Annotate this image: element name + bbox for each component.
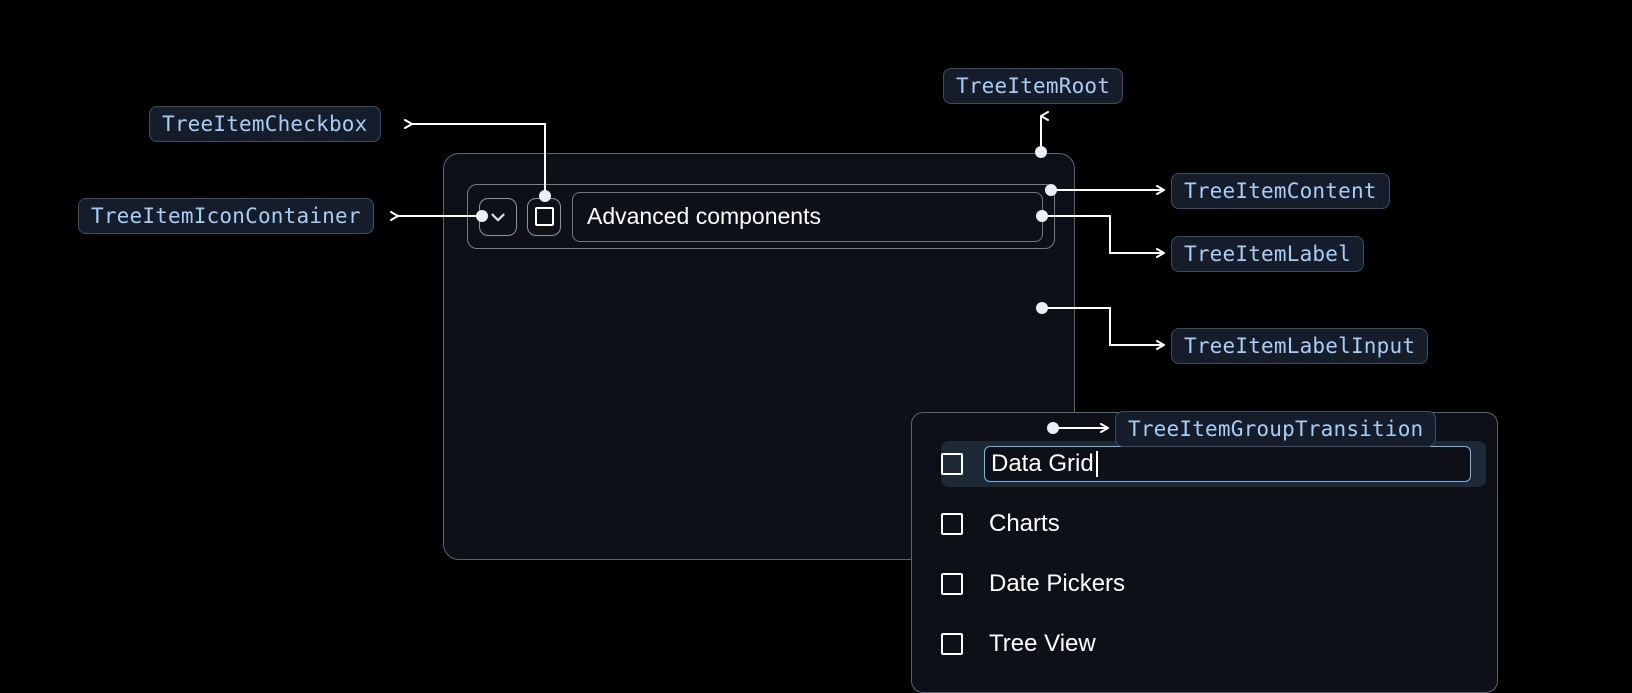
annotation-label: TreeItemLabelInput	[1184, 333, 1416, 358]
text-caret	[1095, 451, 1098, 477]
annotation-label: TreeItemLabel	[1184, 241, 1351, 266]
annotation-tree-item-icon-container: TreeItemIconContainer	[78, 198, 374, 234]
checkbox-square-icon[interactable]	[941, 453, 963, 475]
annotation-label: TreeItemCheckbox	[162, 111, 368, 136]
list-item[interactable]: Date Pickers	[941, 561, 1125, 607]
chevron-down-icon	[487, 206, 509, 228]
tree-item-label-text: Advanced components	[587, 203, 821, 229]
tree-item-checkbox[interactable]	[527, 197, 561, 236]
annotation-label: TreeItemContent	[1184, 178, 1377, 203]
list-item-label: Tree View	[989, 630, 1096, 657]
checkbox-square-icon[interactable]	[941, 573, 963, 595]
list-item-label: Charts	[989, 510, 1060, 537]
tree-item-label[interactable]: Advanced components	[572, 191, 1043, 242]
tree-item-editing-row[interactable]: Data Grid	[941, 441, 1486, 487]
list-item[interactable]: Tree View	[941, 621, 1096, 667]
annotation-label: TreeItemGroupTransition	[1128, 416, 1424, 441]
diagram-canvas: Advanced components Data Grid Charts Dat…	[78, 68, 1498, 693]
annotation-label: TreeItemIconContainer	[91, 203, 361, 228]
list-item-label: Date Pickers	[989, 570, 1126, 597]
annotation-tree-item-content: TreeItemContent	[1171, 173, 1390, 209]
annotation-tree-item-root: TreeItemRoot	[943, 68, 1124, 104]
tree-item-icon-container[interactable]	[479, 197, 517, 236]
annotation-tree-item-label: TreeItemLabel	[1171, 236, 1364, 272]
checkbox-square-icon[interactable]	[941, 513, 963, 535]
list-item[interactable]: Charts	[941, 501, 1060, 547]
annotation-tree-item-checkbox: TreeItemCheckbox	[149, 106, 381, 142]
checkbox-square-icon[interactable]	[941, 633, 963, 655]
annotation-tree-item-group-transition: TreeItemGroupTransition	[1115, 411, 1437, 447]
checkbox-square-icon	[534, 207, 554, 226]
tree-item-group-transition: Data Grid Charts Date Pickers Tree View	[911, 412, 1498, 693]
tree-item-label-input[interactable]: Data Grid	[984, 446, 1471, 482]
tree-item-content[interactable]: Advanced components	[467, 184, 1055, 249]
annotation-label: TreeItemRoot	[956, 73, 1111, 98]
label-input-value: Data Grid	[991, 450, 1094, 477]
annotation-tree-item-label-input: TreeItemLabelInput	[1171, 328, 1429, 364]
tree-item-root[interactable]: Advanced components Data Grid Charts Dat…	[443, 153, 1498, 693]
